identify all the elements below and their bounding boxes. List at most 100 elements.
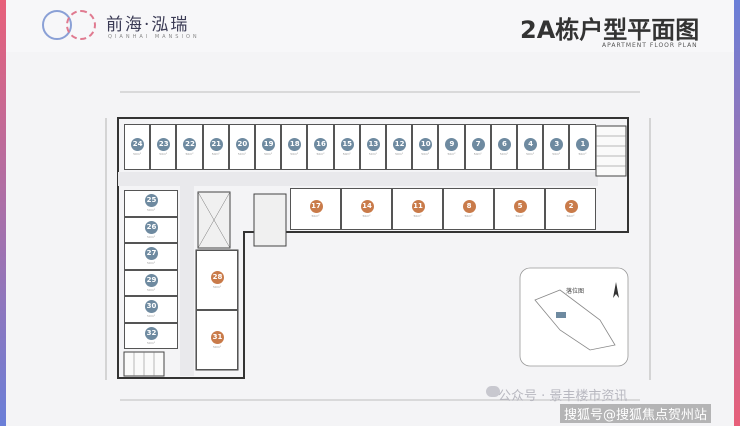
- unit-number-badge: 31: [211, 331, 224, 344]
- unit-number-badge: 4: [524, 138, 538, 151]
- unit-number-badge: 10: [419, 138, 433, 151]
- unit-number-badge: 26: [145, 220, 158, 234]
- unit-area-label: 50m²: [147, 287, 155, 292]
- unit-number-badge: 9: [445, 138, 459, 151]
- unit-area-label: 50m²: [578, 152, 587, 156]
- unit-number-badge: 8: [462, 200, 476, 213]
- unit-area-label: 50m²: [473, 152, 482, 156]
- unit-number-badge: 1: [576, 138, 590, 151]
- unit-area-label: 50m²: [395, 152, 404, 156]
- unit-number-badge: 2: [564, 200, 578, 213]
- unit-area-label: 50m²: [147, 314, 155, 319]
- location-map-label: 落位图: [566, 288, 585, 295]
- unit-area-label: 50m²: [311, 214, 320, 218]
- unit-area-label: 50m²: [147, 340, 155, 345]
- unit-area-label: 50m²: [147, 261, 155, 266]
- unit-area-label: 50m²: [147, 234, 155, 239]
- watermark-wechat: 公众号 · 景丰楼市资讯: [498, 389, 628, 404]
- unit-area-label: 50m²: [213, 345, 221, 349]
- unit-number-badge: 25: [145, 194, 158, 208]
- unit-number-badge: 13: [366, 138, 380, 151]
- unit-number-badge: 24: [131, 138, 145, 151]
- unit-area-label: 50m²: [368, 152, 377, 156]
- unit-area-label: 50m²: [185, 152, 194, 156]
- brand-name: 前海·泓瑞: [106, 15, 190, 35]
- page-title: 2A栋户型平面图: [520, 16, 700, 44]
- unit-number-badge: 7: [471, 138, 485, 151]
- unit-area-label: 50m²: [526, 152, 535, 156]
- unit-number-badge: 12: [393, 138, 407, 151]
- unit-area-label: 50m²: [213, 285, 221, 289]
- unit-number-badge: 15: [340, 138, 354, 151]
- unit-area-label: 50m²: [290, 152, 299, 156]
- page-subtitle: APARTMENT FLOOR PLAN: [602, 42, 698, 49]
- unit-number-badge: 30: [145, 300, 158, 314]
- unit-area-label: 50m²: [342, 152, 351, 156]
- unit-area-label: 50m²: [264, 152, 273, 156]
- right-accent-bar: [734, 0, 740, 426]
- watermark-sohu: 搜狐号@搜狐焦点贺州站: [560, 404, 712, 423]
- unit-area-label: 50m²: [159, 152, 168, 156]
- unit-number-badge: 5: [513, 200, 527, 213]
- unit-number-badge: 23: [157, 138, 171, 151]
- left-accent-bar: [0, 0, 6, 426]
- unit-number-badge: 18: [288, 138, 302, 151]
- unit-area-label: 50m²: [413, 214, 422, 218]
- unit-number-badge: 3: [550, 138, 564, 151]
- brand-sub: QIANHAI MANSION: [108, 34, 200, 40]
- unit-number-badge: 6: [497, 138, 511, 151]
- unit-number-badge: 28: [211, 271, 224, 284]
- header: 前海·泓瑞 QIANHAI MANSION 2A栋户型平面图 APARTMENT…: [6, 0, 734, 52]
- unit-area-label: 50m²: [447, 152, 456, 156]
- unit-number-badge: 29: [145, 273, 158, 287]
- unit-number-badge: 20: [235, 138, 249, 151]
- unit-area-label: 50m²: [515, 214, 524, 218]
- unit-number-badge: 17: [309, 200, 323, 213]
- logo-ring-dashed-icon: [66, 10, 96, 40]
- unit-area-label: 50m²: [133, 152, 142, 156]
- unit-number-badge: 21: [209, 138, 223, 151]
- unit-area-label: 50m²: [147, 208, 155, 213]
- unit-area-label: 50m²: [211, 152, 220, 156]
- unit-number-badge: 27: [145, 247, 158, 261]
- unit-area-label: 50m²: [566, 214, 575, 218]
- unit-area-label: 50m²: [499, 152, 508, 156]
- unit-number-badge: 19: [262, 138, 276, 151]
- unit-area-label: 50m²: [421, 152, 430, 156]
- unit-area-label: 50m²: [316, 152, 325, 156]
- unit-area-label: 50m²: [552, 152, 561, 156]
- wechat-icon: [486, 386, 500, 397]
